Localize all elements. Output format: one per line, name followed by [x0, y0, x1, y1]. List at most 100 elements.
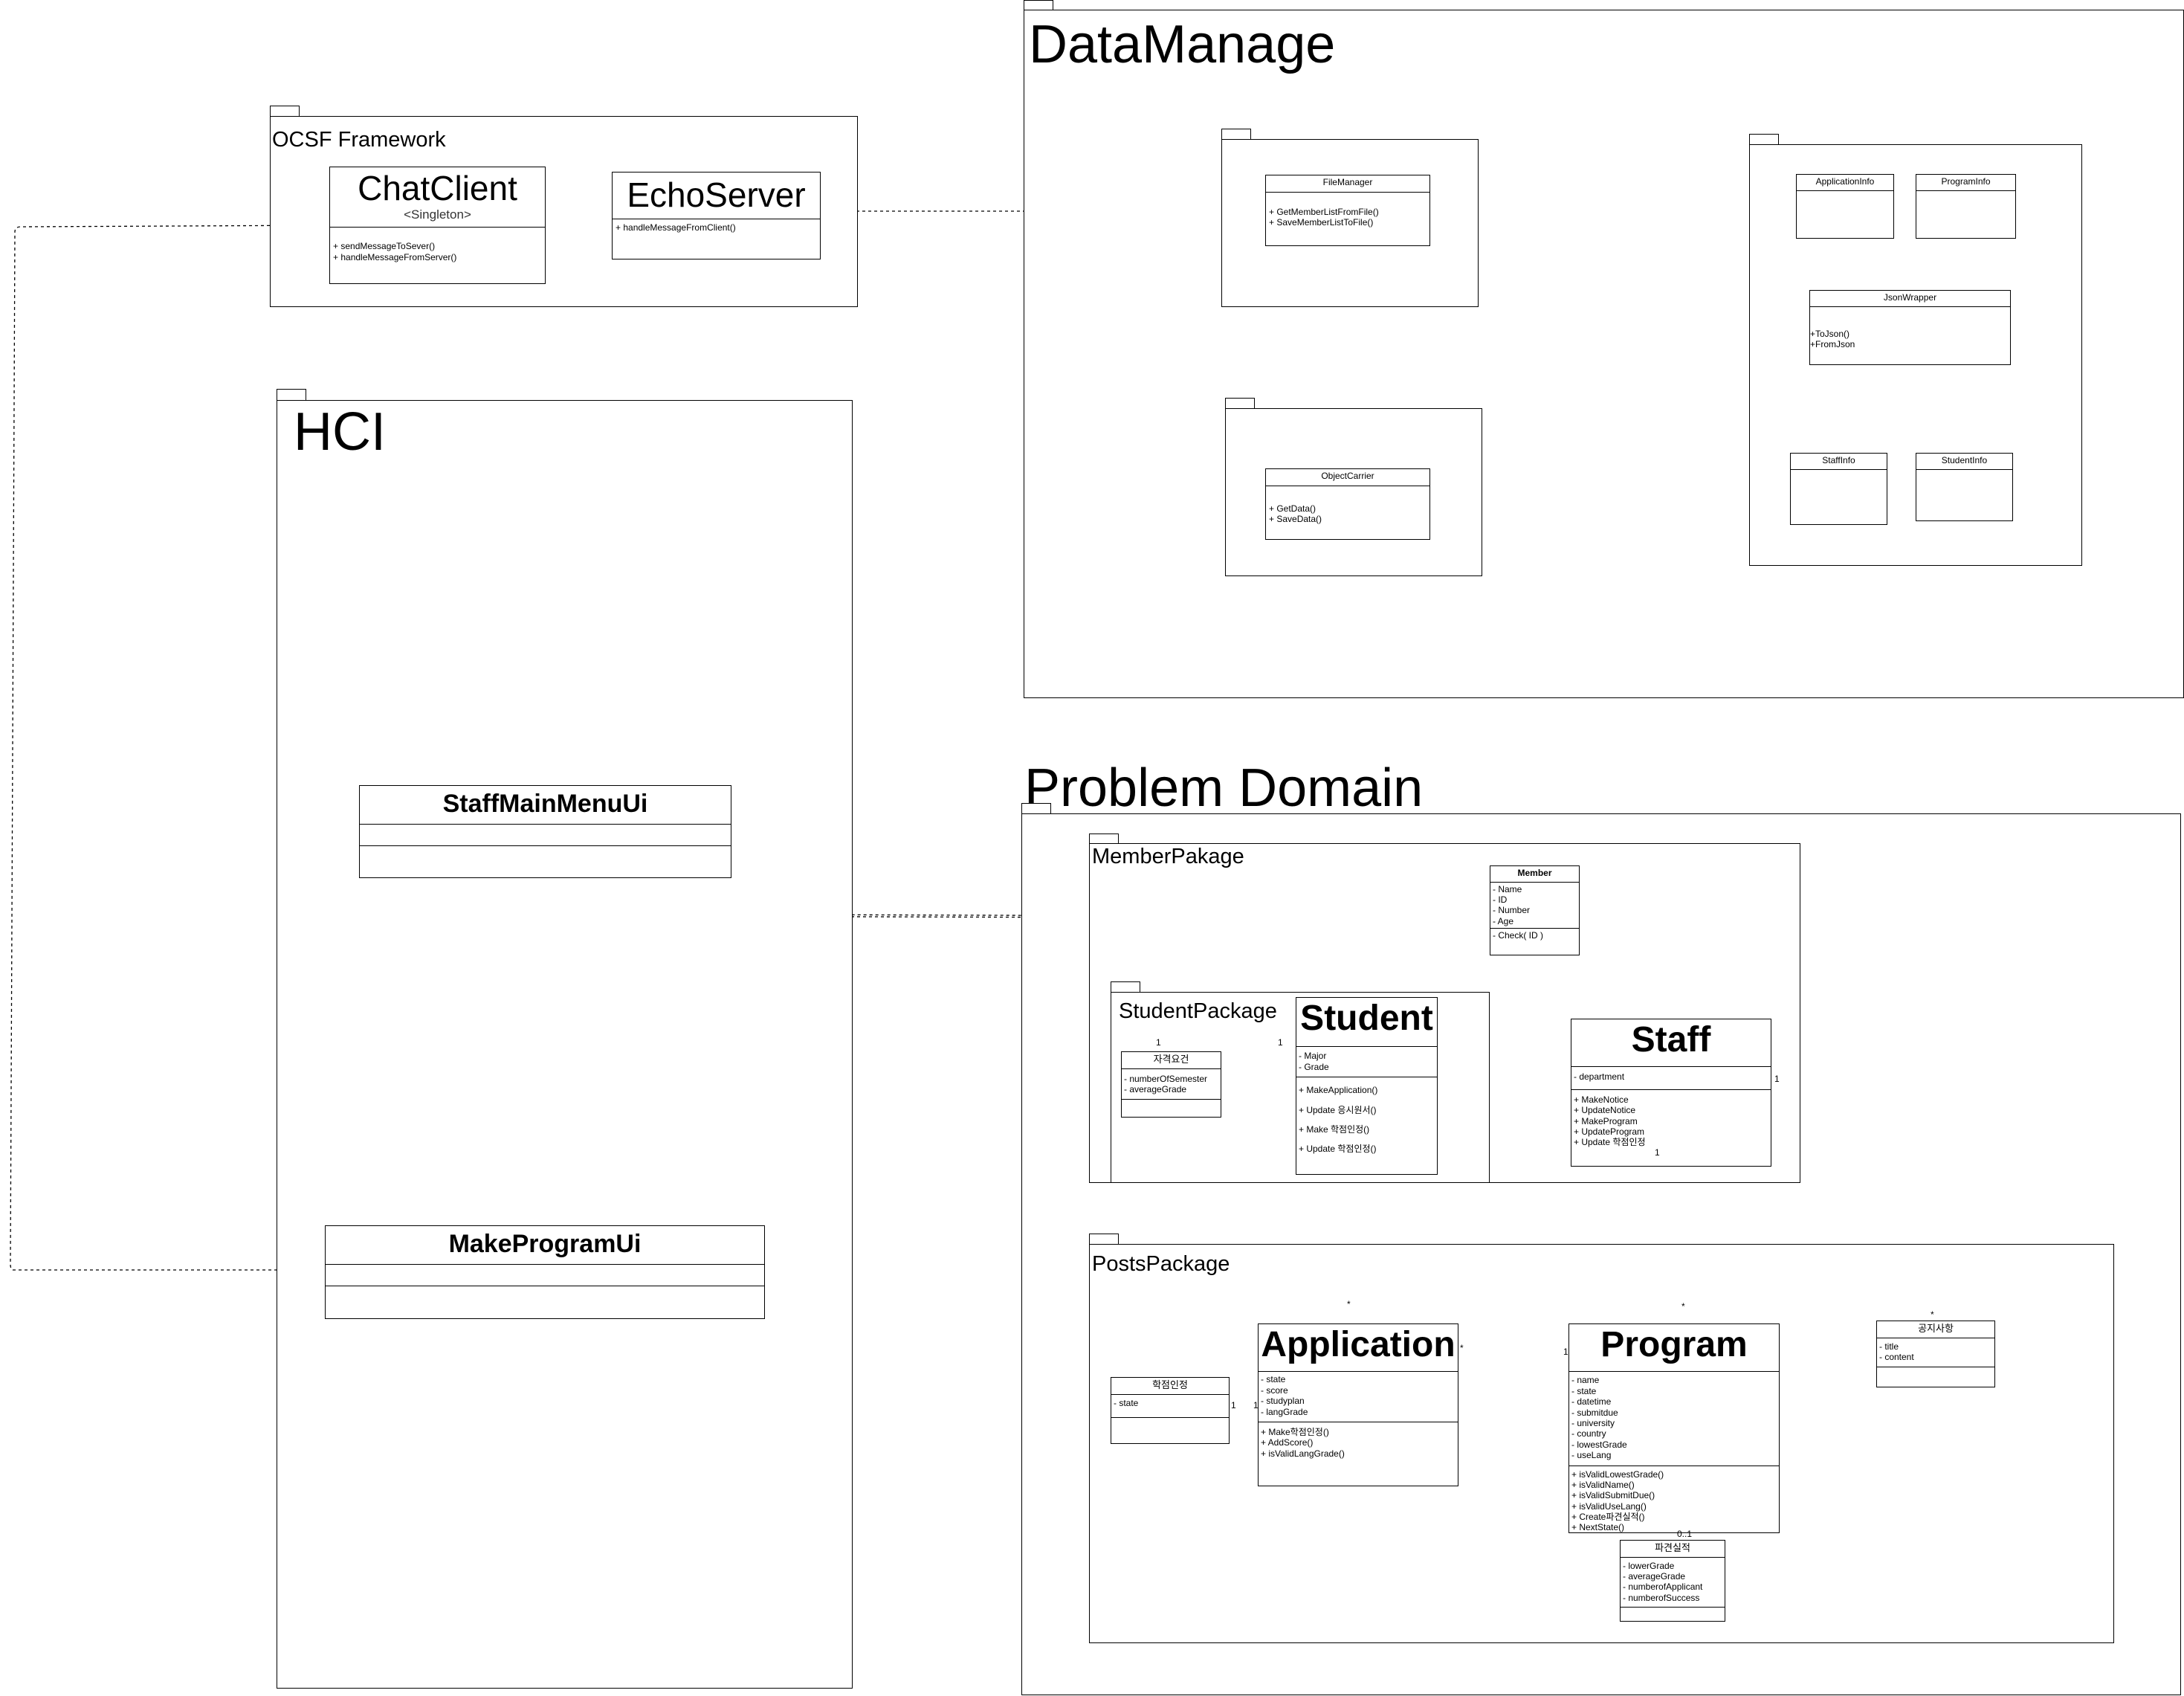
makeprogramui-attributes [326, 1263, 764, 1286]
attribute-row: - title [1879, 1341, 1899, 1352]
attribute-row: - score [1261, 1384, 1288, 1396]
hci-package-tab [277, 389, 306, 402]
attribute-row: - datetime [1571, 1396, 1612, 1408]
application-operations: + Make학점인정() + AddScore() + isValidLangG… [1259, 1421, 1458, 1463]
dispatch-record-attributes: - lowerGrade - averageGrade - numberofAp… [1621, 1556, 1725, 1608]
credit-recognition-class[interactable]: 학점인정 - state [1111, 1377, 1230, 1444]
operation-row: + Make 학점인정() [1299, 1123, 1370, 1135]
postspackage-tab [1089, 1234, 1119, 1245]
attribute-row: - lowerGrade [1623, 1560, 1675, 1571]
studentinfo-class[interactable]: StudentInfo [1916, 453, 2013, 521]
staffinfo-class[interactable]: StaffInfo [1790, 453, 1887, 525]
operation-row: + Make학점인정() [1261, 1426, 1329, 1437]
echoserver-class[interactable]: EchoServer + handleMessageFromClient() [612, 172, 821, 259]
multiplicity-label: * [1681, 1301, 1685, 1312]
operation-row: + GetData() [1269, 503, 1316, 514]
studentpackage-tab [1111, 981, 1140, 993]
credit-recognition-operations [1111, 1417, 1229, 1428]
multiplicity-label: 0..1 [1677, 1529, 1693, 1539]
echoserver-operations: + handleMessageFromClient() [613, 219, 820, 236]
program-name: Program [1600, 1325, 1748, 1364]
attribute-row: - numberofSuccess [1623, 1592, 1700, 1603]
qualification-attributes: - numberOfSemester - averageGrade [1122, 1068, 1221, 1100]
multiplicity-label: * [1931, 1309, 1934, 1320]
staff-class[interactable]: Staff - department + MakeNotice + Update… [1571, 1019, 1771, 1167]
programinfo-class[interactable]: ProgramInfo [1916, 174, 2016, 239]
member-class[interactable]: Member - Name - ID - Number - Age - Chec… [1490, 865, 1580, 955]
credit-recognition-name: 학점인정 [1152, 1379, 1188, 1390]
jsonwrapper-class[interactable]: JsonWrapper +ToJson() +FromJson [1809, 290, 2011, 365]
jsonwrapper-operations: +ToJson() +FromJson [1810, 306, 2010, 353]
attribute-row: - state [1114, 1397, 1139, 1408]
attribute-row: - averageGrade [1623, 1571, 1686, 1582]
objectcarrier-class[interactable]: ObjectCarrier + GetData() + SaveData() [1265, 468, 1430, 540]
operation-row: + isValidLowestGrade() [1571, 1468, 1664, 1480]
datamanage-package-tab [1024, 0, 1053, 11]
attribute-row: - useLang [1571, 1450, 1612, 1461]
operation-row: + UpdateNotice [1574, 1105, 1636, 1116]
operation-row: + handleMessageFromServer() [333, 251, 457, 262]
studentinfo-name: StudentInfo [1916, 454, 2012, 470]
student-class[interactable]: Student - Major - Grade + MakeApplicatio… [1296, 997, 1438, 1175]
attribute-row: - department [1574, 1071, 1625, 1083]
multiplicity-label: 1 [1655, 1147, 1660, 1158]
studentpackage-label: StudentPackage [1119, 999, 1277, 1023]
attribute-row: - university [1571, 1417, 1615, 1428]
makeprogramui-operations [326, 1285, 764, 1307]
application-class[interactable]: Application - state - score - studyplan … [1258, 1323, 1458, 1486]
operation-row: - Check( ID ) [1493, 930, 1544, 941]
operation-row: + NextState() [1571, 1522, 1625, 1533]
attribute-row: - numberOfSemester [1124, 1073, 1208, 1084]
program-class[interactable]: Program - name - state - datetime - subm… [1568, 1323, 1780, 1533]
operation-row: + SaveMemberListToFile() [1269, 216, 1374, 228]
operation-row: + UpdateProgram [1574, 1126, 1645, 1137]
operation-row: + Update 학점인정() [1299, 1144, 1377, 1155]
dispatch-record-class[interactable]: 파견실적 - lowerGrade - averageGrade - numbe… [1620, 1540, 1725, 1622]
attribute-row: - content [1879, 1352, 1914, 1363]
qualification-name: 자격요건 [1153, 1054, 1189, 1065]
echoserver-name: EchoServer [627, 175, 806, 214]
staffmainmenuui-name: StaffMainMenuUi [442, 790, 648, 818]
staffmainmenuui-class[interactable]: StaffMainMenuUi [359, 785, 731, 878]
chatclient-class[interactable]: ChatClient <Singleton> + sendMessageToSe… [329, 167, 546, 284]
attribute-row: - Age [1493, 915, 1514, 926]
multiplicity-label: 1 [1231, 1400, 1236, 1410]
qualification-operations [1122, 1099, 1221, 1110]
operation-row: + GetMemberListFromFile() [1269, 206, 1379, 217]
member-name: Member [1517, 868, 1552, 878]
hci-package [277, 400, 853, 1689]
datafiles-package-tab [1749, 134, 1779, 146]
makeprogramui-class[interactable]: MakeProgramUi [325, 1225, 765, 1319]
notice-class[interactable]: 공지사항 - title - content [1876, 1321, 1995, 1387]
program-attributes: - name - state - datetime - submitdue - … [1569, 1371, 1779, 1465]
chatclient-stereotype: <Singleton> [404, 207, 471, 222]
objectcarrier-name: ObjectCarrier [1321, 471, 1374, 481]
makeprogramui-name: MakeProgramUi [448, 1230, 642, 1258]
notice-attributes: - title - content [1877, 1337, 1994, 1367]
filemanager-name: FileManager [1322, 177, 1373, 187]
applicationinfo-class[interactable]: ApplicationInfo [1796, 174, 1894, 239]
program-operations: + isValidLowestGrade() + isValidName() +… [1569, 1465, 1779, 1533]
staffmainmenuui-operations [360, 845, 731, 867]
operation-row: + isValidSubmitDue() [1571, 1490, 1655, 1501]
applicationinfo-name: ApplicationInfo [1797, 175, 1893, 191]
hci-package-label: HCI [294, 402, 386, 462]
operation-row: + MakeProgram [1574, 1115, 1638, 1126]
member-operations: - Check( ID ) [1490, 928, 1579, 942]
credit-recognition-attributes: - state [1111, 1393, 1229, 1417]
operation-row: + isValidName() [1571, 1479, 1635, 1490]
operation-row: +ToJson() [1810, 328, 1850, 339]
notice-name: 공지사항 [1918, 1323, 1954, 1334]
memberpackage-tab [1089, 834, 1119, 845]
filemanager-class[interactable]: FileManager + GetMemberListFromFile() + … [1265, 175, 1430, 246]
filemanager-package-tab [1221, 129, 1251, 141]
staff-operations: + MakeNotice + UpdateNotice + MakeProgra… [1571, 1089, 1771, 1152]
operation-row: + MakeNotice [1574, 1094, 1629, 1105]
application-name: Application [1261, 1325, 1456, 1364]
operation-row: + SaveData() [1269, 513, 1322, 524]
problemdomain-package-label: Problem Domain [1024, 758, 1424, 818]
attribute-row: - submitdue [1571, 1407, 1618, 1418]
operation-row: +FromJson [1810, 338, 1855, 349]
multiplicity-label: 1 [1253, 1400, 1259, 1410]
qualification-class[interactable]: 자격요건 - numberOfSemester - averageGrade [1121, 1051, 1221, 1118]
